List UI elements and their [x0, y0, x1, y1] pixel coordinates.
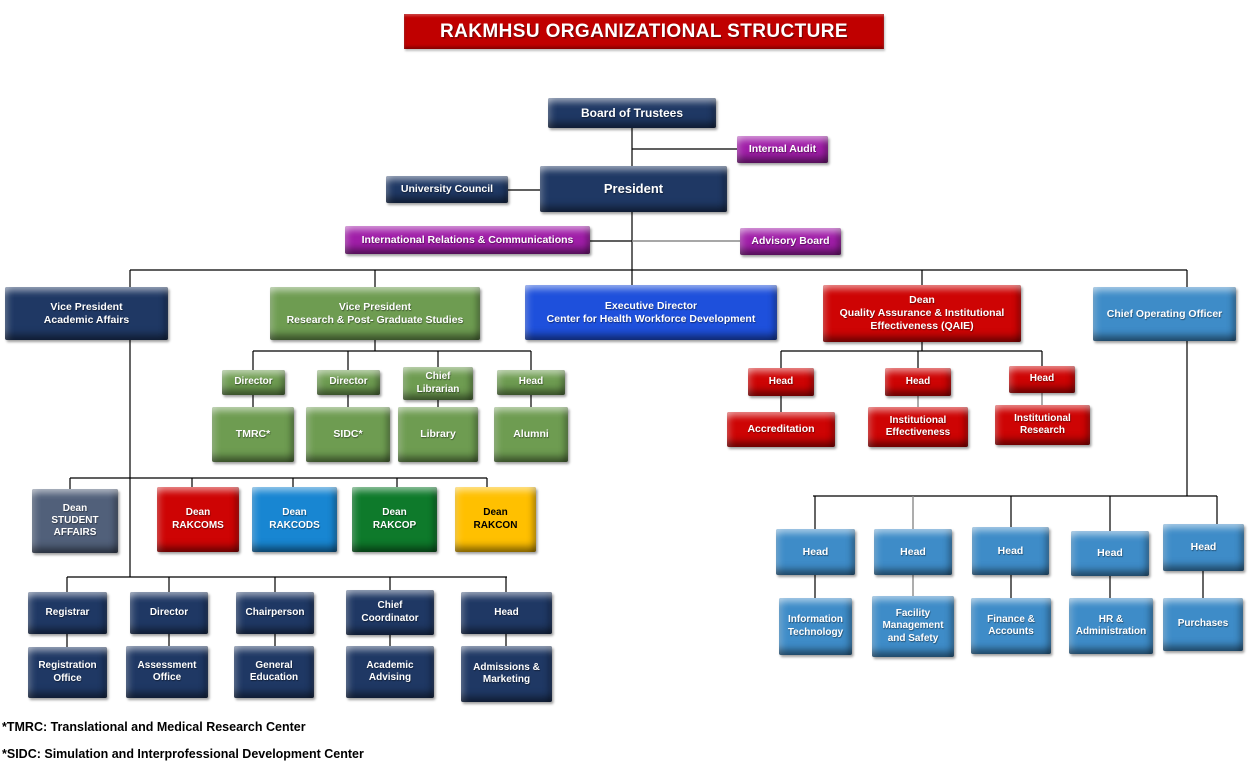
alumni-head-box: Head	[497, 370, 565, 395]
executive-director-chwd-box: Executive Director Center for Health Wor…	[525, 285, 777, 340]
label-line: Dean	[909, 294, 935, 307]
label-line: Quality Assurance & Institutional Effect…	[839, 307, 1005, 332]
label-line: Academic Affairs	[43, 313, 130, 326]
facility-management-box: Facility Management and Safety	[872, 596, 954, 657]
label-line: Dean	[483, 507, 508, 519]
dean-qaie-box: Dean Quality Assurance & Institutional E…	[823, 285, 1021, 342]
institutional-research-head-box: Head	[1009, 366, 1075, 393]
dean-rakcods-box: Dean RAKCODS	[252, 487, 337, 552]
accreditation-head-box: Head	[748, 368, 814, 396]
dean-rakcop-box: Dean RAKCOP	[352, 487, 437, 552]
label-line: Vice President	[50, 300, 123, 313]
admissions-marketing-box: Admissions & Marketing	[461, 646, 552, 702]
title-banner: RAKMHSU ORGANIZATIONAL STRUCTURE	[404, 14, 884, 49]
label-line: RAKCON	[473, 519, 518, 531]
purchases-box: Purchases	[1163, 598, 1243, 651]
tmrc-box: TMRC*	[212, 407, 294, 462]
fms-head-box: Head	[874, 529, 952, 575]
international-relations-box: International Relations & Communications	[345, 226, 590, 254]
sidc-box: SIDC*	[306, 407, 390, 462]
dean-rakcon-box: Dean RAKCON	[455, 487, 536, 552]
dean-rakcoms-box: Dean RAKCOMS	[157, 487, 239, 552]
coo-box: Chief Operating Officer	[1093, 287, 1236, 341]
assessment-director-box: Director	[130, 592, 208, 634]
general-education-box: General Education	[234, 646, 314, 698]
chief-librarian-box: Chief Librarian	[403, 367, 473, 400]
label-line: Center for Health Workforce Development	[546, 312, 756, 325]
label-line: Executive Director	[604, 299, 698, 312]
hr-administration-box: HR & Administration	[1069, 598, 1153, 654]
it-head-box: Head	[776, 529, 855, 575]
internal-audit-box: Internal Audit	[737, 136, 828, 163]
label-line: Dean	[185, 507, 211, 519]
label-line: Dean	[382, 507, 407, 519]
vp-research-box: Vice President Research & Post- Graduate…	[270, 287, 480, 340]
purchases-head-box: Head	[1163, 524, 1244, 571]
vp-academic-affairs-box: Vice President Academic Affairs	[5, 287, 168, 340]
information-technology-box: Information Technology	[779, 598, 852, 655]
accreditation-box: Accreditation	[727, 412, 835, 447]
institutional-effectiveness-head-box: Head	[885, 368, 951, 396]
registrar-box: Registrar	[28, 592, 107, 634]
chairperson-box: Chairperson	[236, 592, 314, 634]
president-box: President	[540, 166, 727, 212]
label-line: STUDENT AFFAIRS	[51, 514, 99, 539]
institutional-effectiveness-box: Institutional Effectiveness	[868, 407, 968, 447]
alumni-box: Alumni	[494, 407, 568, 462]
board-of-trustees-box: Board of Trustees	[548, 98, 716, 128]
finance-accounts-box: Finance & Accounts	[971, 598, 1051, 654]
label-line: RAKCOP	[372, 519, 417, 531]
tmrc-director-box: Director	[222, 370, 285, 395]
chief-coordinator-box: Chief Coordinator	[346, 590, 434, 635]
footnote-sidc: *SIDC: Simulation and Interprofessional …	[2, 747, 364, 761]
label-line: Dean	[282, 507, 307, 519]
label-line: RAKCOMS	[172, 519, 224, 531]
footnote-tmrc: *TMRC: Translational and Medical Researc…	[2, 720, 306, 734]
university-council-box: University Council	[386, 176, 508, 203]
assessment-office-box: Assessment Office	[126, 646, 208, 698]
label-line: Vice President	[338, 300, 412, 313]
admissions-head-box: Head	[461, 592, 552, 634]
sidc-director-box: Director	[317, 370, 380, 395]
institutional-research-box: Institutional Research	[995, 405, 1090, 445]
advisory-board-box: Advisory Board	[740, 228, 841, 255]
academic-advising-box: Academic Advising	[346, 646, 434, 698]
library-box: Library	[398, 407, 478, 462]
dean-student-affairs-box: Dean STUDENT AFFAIRS	[32, 489, 118, 553]
registration-office-box: Registration Office	[28, 647, 107, 698]
finance-head-box: Head	[972, 527, 1049, 575]
label-line: Dean	[62, 502, 88, 514]
hr-head-box: Head	[1071, 531, 1149, 576]
label-line: RAKCODS	[269, 519, 320, 531]
label-line: Research & Post- Graduate Studies	[286, 313, 464, 326]
